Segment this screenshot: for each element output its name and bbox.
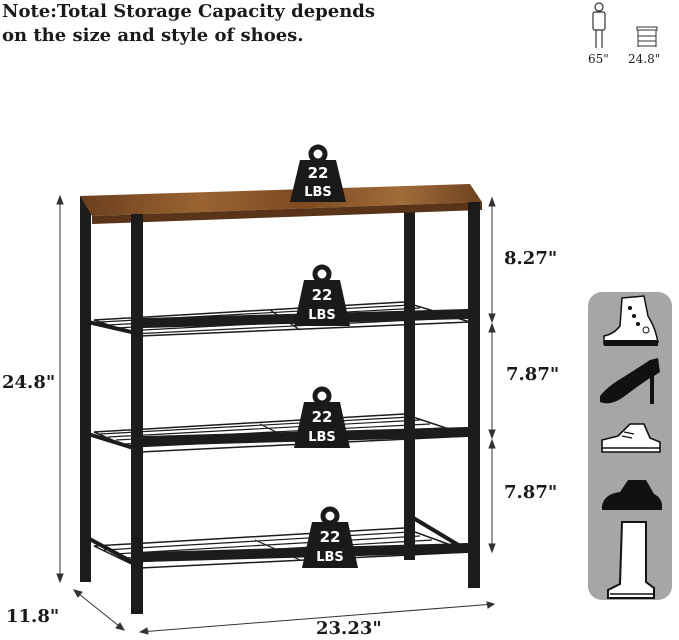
back-left-post bbox=[80, 196, 91, 582]
gap-top-label: 8.27" bbox=[504, 248, 558, 269]
wooden-top-edge bbox=[92, 202, 482, 224]
shoe-types-panel bbox=[588, 292, 672, 600]
sneaker-high-top-icon bbox=[603, 295, 659, 346]
shelf-3 bbox=[83, 514, 472, 569]
weight-unit-4: LBS bbox=[316, 550, 344, 565]
gap-middle-label: 7.87" bbox=[506, 364, 560, 385]
height-label: 24.8" bbox=[2, 372, 56, 393]
weight-tag-2: 22 LBS bbox=[294, 264, 350, 326]
front-right-post bbox=[468, 202, 480, 588]
weight-tag-4: 22 LBS bbox=[302, 506, 358, 568]
weight-unit-1: LBS bbox=[304, 185, 332, 200]
back-right-post bbox=[404, 208, 415, 560]
depth-label: 11.8" bbox=[6, 606, 60, 627]
height-dimension-line bbox=[56, 194, 64, 584]
weight-value-2: 22 bbox=[312, 286, 333, 304]
weight-tag-3: 22 LBS bbox=[294, 386, 350, 448]
note-line-2: on the size and style of shoes. bbox=[2, 25, 304, 46]
rack-icon bbox=[636, 26, 658, 47]
shelf-gap-dimension-lines bbox=[488, 196, 496, 554]
person-height-label: 65" bbox=[588, 52, 609, 66]
wooden-top bbox=[80, 184, 482, 216]
front-left-post bbox=[131, 214, 143, 614]
sneaker-icon bbox=[601, 423, 661, 453]
rack-height-label: 24.8" bbox=[628, 52, 661, 66]
weight-value-3: 22 bbox=[312, 408, 333, 426]
high-heel-icon bbox=[600, 358, 660, 404]
note-text: Note:Total Storage Capacity depends on t… bbox=[2, 0, 375, 48]
width-dimension-line bbox=[138, 601, 496, 635]
gap-bottom-label: 7.87" bbox=[504, 482, 558, 503]
person-icon bbox=[592, 2, 606, 48]
weight-unit-2: LBS bbox=[308, 308, 336, 323]
boot-icon bbox=[607, 521, 655, 599]
weight-tag-1: 22 LBS bbox=[290, 144, 346, 202]
note-line-1: Note:Total Storage Capacity depends bbox=[2, 1, 376, 22]
weight-value-1: 22 bbox=[308, 164, 329, 182]
weight-unit-3: LBS bbox=[308, 430, 336, 445]
dress-shoe-icon bbox=[602, 480, 662, 510]
weight-value-4: 22 bbox=[320, 528, 341, 546]
depth-dimension-line bbox=[72, 589, 126, 631]
width-label: 23.23" bbox=[316, 618, 382, 639]
